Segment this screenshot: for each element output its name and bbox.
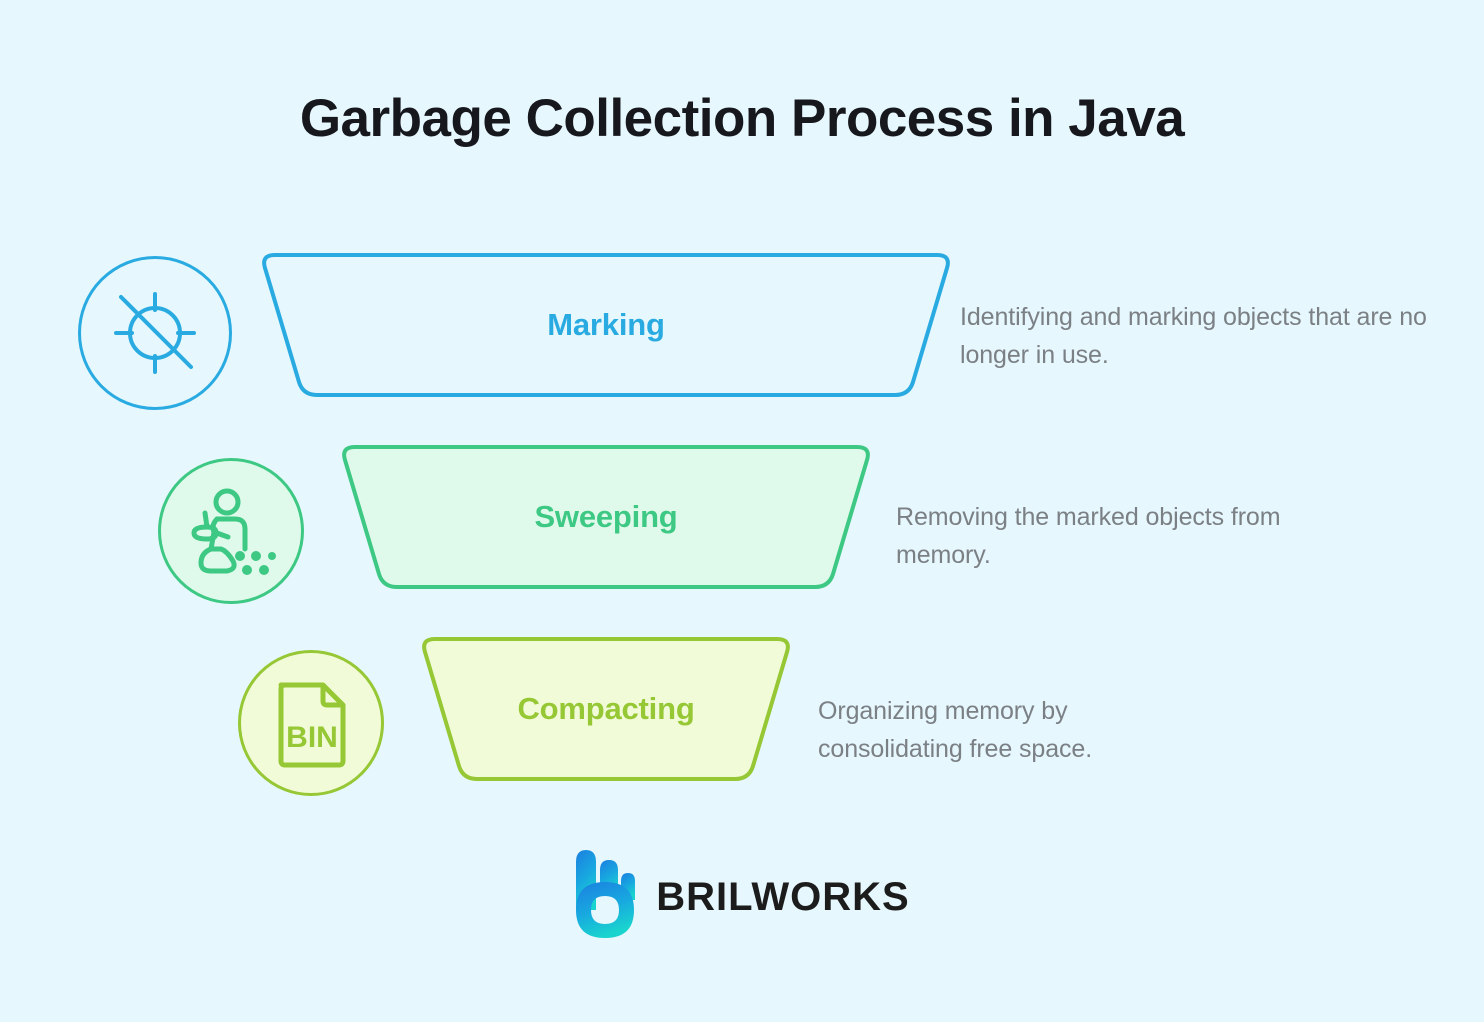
funnel-shape-sweeping: Sweeping bbox=[341, 444, 871, 590]
stage-description-marking: Identifying and marking objects that are… bbox=[960, 303, 1427, 369]
person-sweeping-broom-icon bbox=[158, 458, 304, 604]
page-title: Garbage Collection Process in Java bbox=[299, 89, 1185, 148]
funnel-shape-compacting: Compacting bbox=[421, 636, 791, 782]
stage-description-sweeping: Removing the marked objects from memory. bbox=[896, 503, 1281, 569]
no-target-crosshair-icon bbox=[78, 256, 232, 410]
brilworks-b-mark-icon bbox=[574, 848, 636, 945]
stage-row-compacting: BIN Compacting Organizing memory by cons… bbox=[0, 636, 1484, 796]
brand-name: BRILWORKS bbox=[656, 874, 910, 919]
bin-file-text: BIN bbox=[286, 721, 338, 754]
bin-file-document-icon: BIN bbox=[238, 650, 384, 796]
stage-row-marking: Marking Identifying and marking objects … bbox=[0, 252, 1484, 412]
footer-logo: BRILWORKS bbox=[0, 848, 1484, 945]
funnel-label-sweeping: Sweeping bbox=[534, 499, 678, 534]
stage-row-sweeping: Sweeping Removing the marked objects fro… bbox=[0, 444, 1484, 604]
funnel-label-marking: Marking bbox=[547, 307, 665, 342]
funnel-shape-marking: Marking bbox=[261, 252, 951, 398]
stage-description-compacting: Organizing memory by consolidating free … bbox=[818, 697, 1093, 763]
funnel-label-compacting: Compacting bbox=[517, 691, 695, 726]
